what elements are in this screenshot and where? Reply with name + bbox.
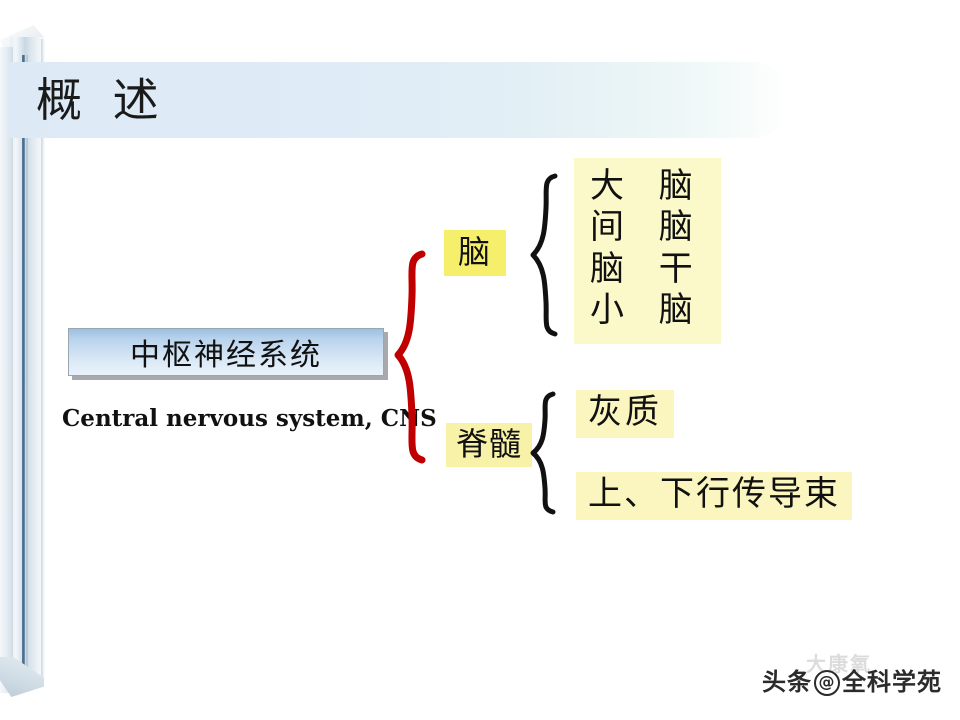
spinal-cord-item: 上、下行传导束	[576, 472, 852, 520]
brain-items-group: 大 脑 间 脑 脑 干 小 脑	[574, 158, 721, 344]
column-accent-line	[22, 55, 25, 689]
watermark-account: 全科学苑	[842, 668, 942, 696]
at-symbol-icon: @	[814, 670, 840, 696]
brain-item: 间 脑	[590, 207, 705, 248]
page-title: 概 述	[36, 73, 167, 127]
brain-item: 小 脑	[590, 290, 705, 331]
column-edge-shadow	[41, 39, 45, 681]
watermark: 头条@全科学苑	[762, 662, 942, 697]
watermark-ghost-text: 大康氧	[806, 652, 872, 676]
branch-label-brain: 脑	[444, 230, 507, 276]
cns-node-box: 中枢神经系统	[68, 328, 384, 376]
brain-item: 脑 干	[590, 248, 705, 289]
branch-label-spinal-cord: 脊髓	[446, 423, 533, 467]
black-brace-spinal-cord-icon	[528, 390, 560, 516]
brain-item: 大 脑	[590, 166, 705, 206]
watermark-prefix: 头条	[762, 668, 812, 696]
column-accent-line-secondary	[26, 55, 28, 689]
red-brace-icon	[392, 250, 430, 464]
title-banner	[8, 62, 790, 138]
cns-node-label: 中枢神经系统	[130, 338, 322, 373]
left-decorative-column	[0, 25, 48, 697]
cns-english-label: Central nervous system, CNS	[62, 405, 437, 432]
black-brace-brain-icon	[528, 172, 562, 338]
spinal-cord-item: 灰质	[576, 390, 674, 438]
column-side-face	[0, 47, 13, 693]
